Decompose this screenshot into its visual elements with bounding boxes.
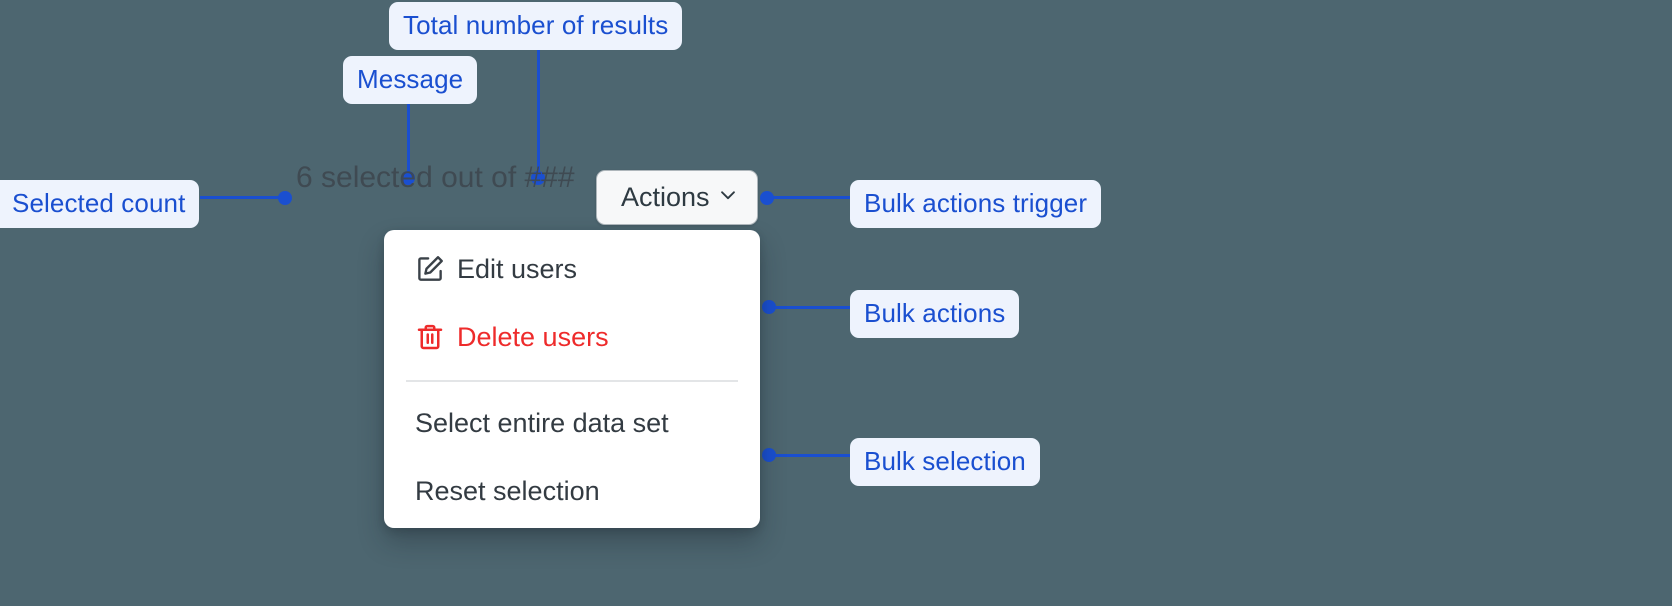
connector-dot-selected-count <box>278 191 292 205</box>
annotation-selected-count: Selected count <box>0 180 200 228</box>
connector-dot-bulk-selection <box>762 448 776 462</box>
annotation-total-number-of-results: Total number of results <box>389 2 683 50</box>
connector-dot-bulk-actions <box>762 300 776 314</box>
connector-dot-message <box>401 171 415 185</box>
menu-item-label: Select entire data set <box>415 407 669 438</box>
connector-line-selected-count <box>200 196 286 199</box>
selection-message: 6 selected out of ### <box>296 163 575 193</box>
selection-message-total: ### <box>524 161 575 194</box>
connector-dot-total-results <box>531 171 545 185</box>
connector-line-message <box>407 94 410 180</box>
menu-item-reset-selection[interactable]: Reset selection <box>384 464 760 518</box>
menu-item-label: Edit users <box>457 253 578 284</box>
connector-line-bulk-selection <box>768 454 854 457</box>
selection-message-count: 6 <box>296 161 313 194</box>
bulk-actions-trigger-button[interactable]: Actions <box>596 170 758 225</box>
connector-line-bulk-actions <box>768 306 854 309</box>
annotation-bulk-actions-trigger: Bulk actions trigger <box>850 180 1102 228</box>
actions-button-label: Actions <box>621 182 710 212</box>
chevron-down-icon <box>717 184 739 211</box>
menu-item-label: Reset selection <box>415 475 600 506</box>
menu-item-label: Delete users <box>457 321 609 352</box>
menu-item-delete-users[interactable]: Delete users <box>384 310 760 364</box>
edit-pencil-square-icon <box>415 254 457 284</box>
annotation-bulk-selection: Bulk selection <box>850 438 1040 486</box>
bulk-actions-dropdown-menu: Edit users Delete users Select entire da… <box>384 230 760 528</box>
trash-icon <box>415 322 457 352</box>
connector-line-total-results <box>537 40 540 180</box>
menu-item-edit-users[interactable]: Edit users <box>384 242 760 296</box>
connector-line-bulk-actions-trigger <box>763 196 853 199</box>
menu-separator <box>406 380 738 382</box>
connector-dot-bulk-actions-trigger <box>760 191 774 205</box>
annotation-bulk-actions: Bulk actions <box>850 290 1020 338</box>
annotation-message: Message <box>343 56 478 104</box>
selection-message-middle: selected out of <box>312 161 525 194</box>
menu-item-select-entire-data-set[interactable]: Select entire data set <box>384 396 760 450</box>
